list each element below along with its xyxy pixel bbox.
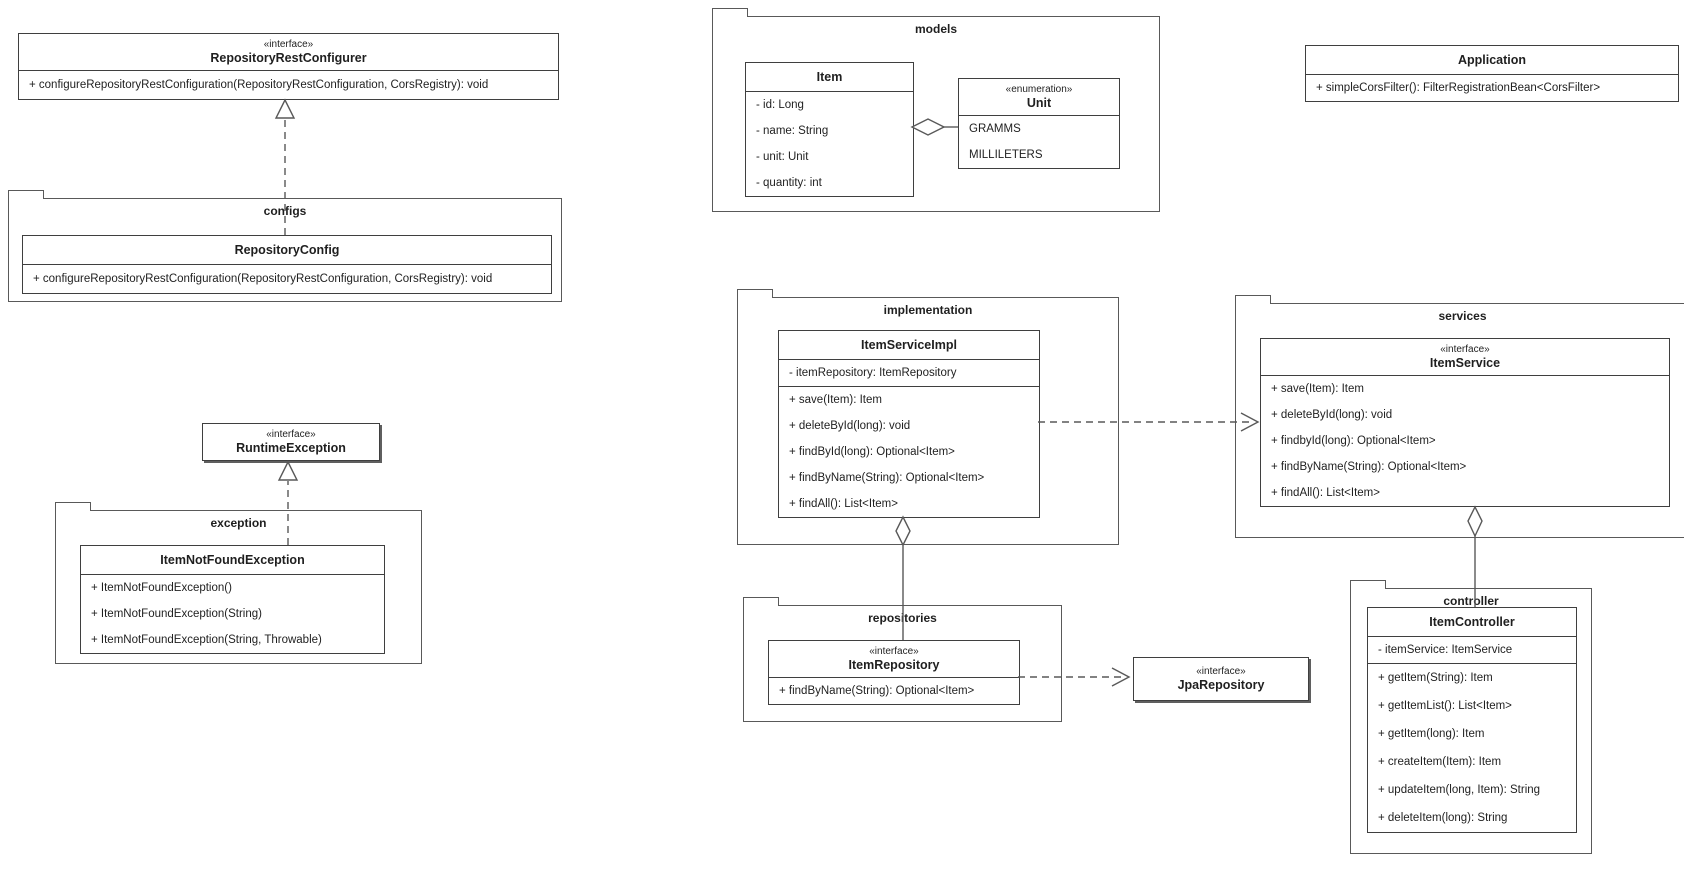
package-tab-icon <box>737 289 773 298</box>
class-runtime-exception[interactable]: «interface» RuntimeException <box>202 423 380 461</box>
attribute-row: - name: String <box>756 125 829 137</box>
method-row: + ItemNotFoundException() <box>91 582 232 594</box>
class-name: ItemNotFoundException <box>160 553 305 567</box>
class-jpa-repository[interactable]: «interface» JpaRepository <box>1133 657 1309 701</box>
package-exception[interactable]: exception <box>55 502 422 664</box>
package-tab-icon <box>1350 580 1386 589</box>
package-implementation[interactable]: implementation <box>737 289 1119 545</box>
attribute-row: - id: Long <box>756 99 804 111</box>
method-row: + findByName(String): Optional<Item> <box>779 685 975 697</box>
class-name: Application <box>1457 53 1527 67</box>
method-row: + findAll(): List<Item> <box>789 498 898 510</box>
stereotype-label: «interface» <box>266 429 316 440</box>
class-name: ItemServiceImpl <box>861 338 957 352</box>
methods-section: + save(Item): Item + deleteById(long): v… <box>779 386 1039 517</box>
method-row: + findAll(): List<Item> <box>1271 487 1380 499</box>
class-title: ItemServiceImpl <box>779 331 1039 360</box>
method-row: + findByName(String): Optional<Item> <box>1271 461 1467 473</box>
package-label: configs <box>263 204 307 218</box>
class-name: Unit <box>1026 96 1052 110</box>
attribute-row: - itemService: ItemService <box>1378 644 1513 656</box>
package-models[interactable]: models <box>712 8 1160 212</box>
package-label: exception <box>210 516 267 530</box>
class-application[interactable]: Application + simpleCorsFilter(): Filter… <box>1305 45 1679 102</box>
method-row: + save(Item): Item <box>1271 383 1364 395</box>
enum-literal-row: GRAMMS <box>969 123 1021 135</box>
class-name: ItemController <box>1429 615 1515 629</box>
class-item-service-impl[interactable]: ItemServiceImpl - itemRepository: ItemRe… <box>778 330 1040 518</box>
class-title: ItemController <box>1368 608 1576 637</box>
class-item-repository[interactable]: «interface» ItemRepository + findByName(… <box>768 640 1020 705</box>
package-controller[interactable]: controller <box>1350 580 1592 854</box>
class-name: RepositoryRestConfigurer <box>210 51 367 65</box>
method-row: + simpleCorsFilter(): FilterRegistration… <box>1316 82 1601 94</box>
class-title: «interface» ItemService <box>1261 339 1669 376</box>
method-row: + createItem(Item): Item <box>1378 756 1502 768</box>
class-name: Item <box>816 70 843 84</box>
stereotype-label: «interface» <box>1440 344 1490 355</box>
method-row: + deleteById(long): void <box>1271 409 1393 421</box>
class-name: ItemService <box>1429 356 1501 370</box>
package-label: services <box>1438 309 1487 323</box>
method-row: + findById(long): Optional<Item> <box>789 446 955 458</box>
class-item-service[interactable]: «interface» ItemService + save(Item): It… <box>1260 338 1670 507</box>
class-title: «interface» ItemRepository <box>769 641 1019 678</box>
method-row: + save(Item): Item <box>789 394 882 406</box>
method-row: + ItemNotFoundException(String) <box>91 608 262 620</box>
class-title: «interface» RuntimeException <box>203 424 379 460</box>
class-name: RuntimeException <box>236 441 346 455</box>
class-name: RepositoryConfig <box>234 243 340 257</box>
stereotype-label: «interface» <box>1196 666 1246 677</box>
attribute-row: - itemRepository: ItemRepository <box>789 367 957 379</box>
class-title: Item <box>746 63 913 92</box>
class-title: RepositoryConfig <box>23 236 551 265</box>
package-tab-icon <box>712 8 748 17</box>
method-row: + getItem(long): Item <box>1378 728 1485 740</box>
method-row: + updateItem(long, Item): String <box>1378 784 1541 796</box>
stereotype-label: «interface» <box>869 646 919 657</box>
method-row: + deleteById(long): void <box>789 420 911 432</box>
class-repository-rest-configurer[interactable]: «interface» RepositoryRestConfigurer + c… <box>18 33 559 100</box>
package-services[interactable]: services <box>1235 295 1684 538</box>
class-title: ItemNotFoundException <box>81 546 384 575</box>
method-row: + findbyId(long): Optional<Item> <box>1271 435 1436 447</box>
method-row: + configureRepositoryRestConfiguration(R… <box>33 273 493 285</box>
class-item-controller[interactable]: ItemController - itemService: ItemServic… <box>1367 607 1577 833</box>
package-tab-icon <box>1235 295 1271 304</box>
methods-section: + getItem(String): Item + getItemList():… <box>1368 663 1576 832</box>
class-title: «interface» JpaRepository <box>1134 658 1308 700</box>
package-label: controller <box>1443 594 1499 608</box>
method-row: + findByName(String): Optional<Item> <box>789 472 985 484</box>
method-row: + deleteItem(long): String <box>1378 812 1508 824</box>
method-row: + getItemList(): List<Item> <box>1378 700 1512 712</box>
package-label: implementation <box>883 303 973 317</box>
class-item-not-found-exception[interactable]: ItemNotFoundException + ItemNotFoundExce… <box>80 545 385 654</box>
class-name: ItemRepository <box>848 658 940 672</box>
package-tab-icon <box>743 597 779 606</box>
class-name: JpaRepository <box>1177 678 1265 692</box>
stereotype-label: «interface» <box>263 39 314 50</box>
class-repository-config[interactable]: RepositoryConfig + configureRepositoryRe… <box>22 235 552 294</box>
package-tab-icon <box>55 502 91 511</box>
enum-literal-row: MILLILETERS <box>969 149 1043 161</box>
attribute-row: - quantity: int <box>756 177 822 189</box>
attribute-row: - unit: Unit <box>756 151 809 163</box>
stereotype-label: «enumeration» <box>1005 84 1073 95</box>
class-title: «enumeration» Unit <box>959 79 1119 116</box>
class-title: «interface» RepositoryRestConfigurer <box>19 34 558 71</box>
package-tab-icon <box>8 190 44 199</box>
method-row: + configureRepositoryRestConfiguration(R… <box>29 79 489 91</box>
method-row: + ItemNotFoundException(String, Throwabl… <box>91 634 322 646</box>
class-item[interactable]: Item - id: Long - name: String - unit: U… <box>745 62 914 197</box>
class-unit-enumeration[interactable]: «enumeration» Unit GRAMMS MILLILETERS <box>958 78 1120 169</box>
class-title: Application <box>1306 46 1678 75</box>
package-label: repositories <box>868 611 937 625</box>
method-row: + getItem(String): Item <box>1378 672 1493 684</box>
package-label: models <box>914 22 957 36</box>
